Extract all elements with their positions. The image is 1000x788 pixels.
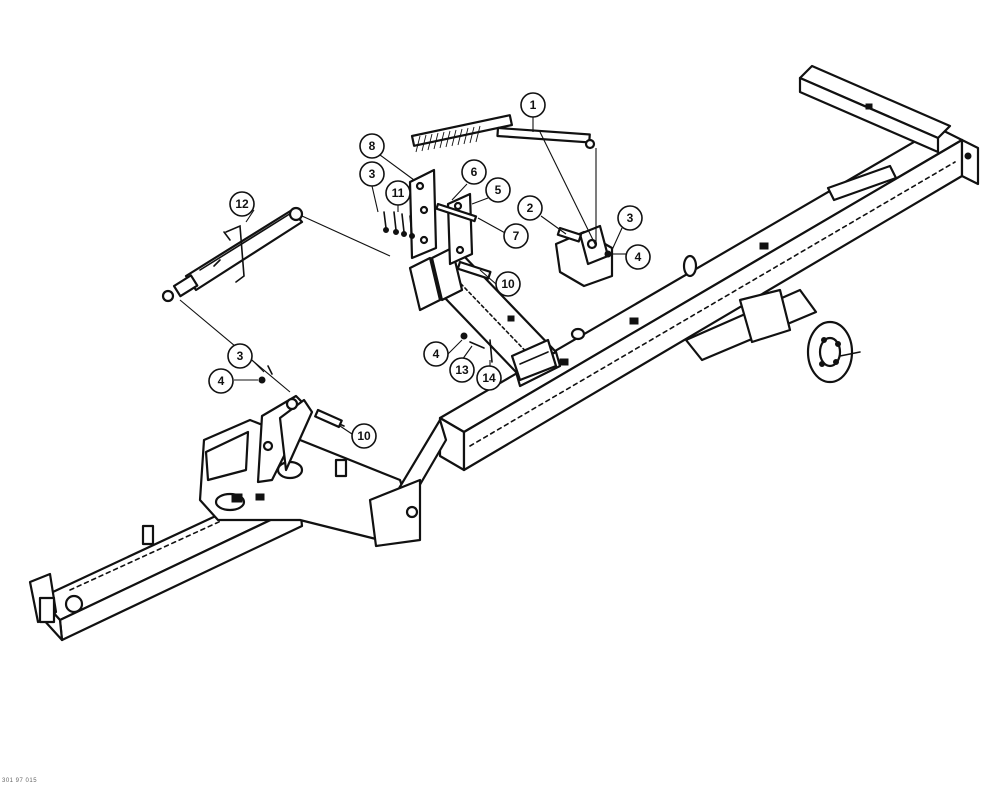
pin-7	[435, 202, 478, 223]
callout-7: 7	[503, 223, 529, 249]
callout-10: 10	[495, 271, 521, 297]
spring-rod-assembly	[410, 114, 596, 153]
axle-hub-assembly	[684, 288, 861, 384]
callout-13: 13	[449, 357, 475, 383]
callout-4: 4	[625, 244, 651, 270]
callout-4: 4	[423, 341, 449, 367]
callout-4-label: 4	[635, 250, 642, 264]
transverse-tube	[682, 164, 898, 278]
callout-12: 12	[229, 191, 255, 217]
callout-7-label: 7	[513, 229, 520, 243]
center-mount-bracket	[510, 338, 558, 382]
callout-10: 10	[351, 423, 377, 449]
callout-10-label: 10	[501, 277, 515, 291]
rear-crossmember	[798, 64, 952, 154]
callout-2-label: 2	[527, 201, 534, 215]
callout-4: 4	[208, 368, 234, 394]
main-frame-beam	[438, 126, 980, 472]
callout-6: 6	[461, 159, 487, 185]
callout-14-label: 14	[482, 371, 496, 385]
callout-3-label: 3	[237, 349, 244, 363]
callout-1-label: 1	[530, 98, 537, 112]
callout-3: 3	[227, 343, 253, 369]
callout-1: 1	[520, 92, 546, 118]
small-hardware-13-14	[460, 332, 493, 363]
callout-5-label: 5	[495, 183, 502, 197]
callout-14: 14	[476, 365, 502, 391]
footer-code: 301 97 015	[2, 778, 38, 784]
link-plate-8	[408, 168, 438, 260]
callout-3-label: 3	[627, 211, 634, 225]
upper-right-bracket	[554, 224, 614, 288]
callout-3: 3	[359, 161, 385, 187]
callout-13-label: 13	[455, 363, 469, 377]
link-plate-5	[446, 192, 474, 266]
callout-6-label: 6	[471, 165, 478, 179]
callout-11-label: 11	[392, 186, 405, 200]
callout-4-label: 4	[218, 374, 225, 388]
pin-10-upper	[456, 260, 492, 280]
callout-2: 2	[517, 195, 543, 221]
callout-4-label: 4	[433, 347, 440, 361]
callout-8-label: 8	[369, 139, 376, 153]
leader-lines	[179, 117, 626, 435]
callout-12-label: 12	[235, 197, 249, 211]
callout-5: 5	[485, 177, 511, 203]
callout-10-label: 10	[357, 429, 371, 443]
callout-8: 8	[359, 133, 385, 159]
callout-3-label: 3	[369, 167, 376, 181]
hydraulic-cylinder	[161, 206, 304, 303]
callout-3: 3	[617, 205, 643, 231]
lower-pivot-bracket	[256, 365, 345, 484]
callout-11: 11	[385, 180, 411, 206]
small-hardware-11	[383, 211, 415, 239]
